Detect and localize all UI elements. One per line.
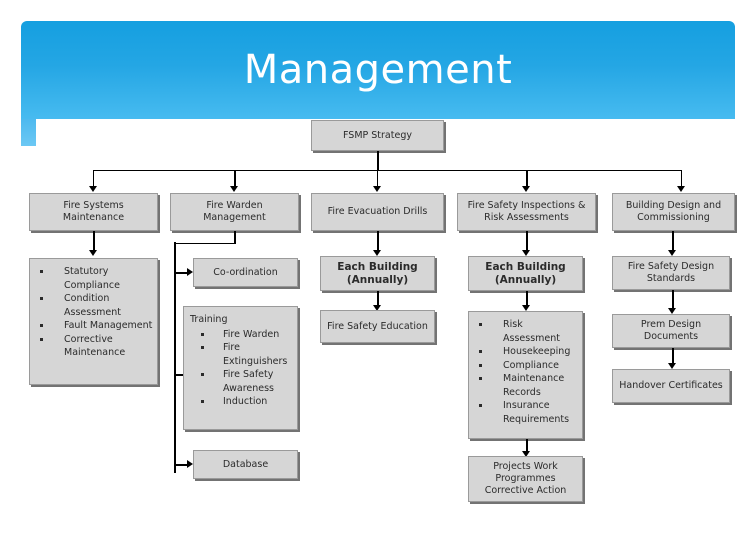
list-items: Fire Warden Fire Extinguishers Fire Safe… [190, 328, 293, 409]
list-item: Compliance [475, 359, 578, 373]
banner-tail-accent [21, 119, 36, 146]
list-item: Fire Extinguishers [190, 341, 293, 368]
list-items: Statutory Compliance Condition Assessmen… [36, 265, 153, 360]
connector-drop-col4 [526, 170, 528, 187]
arrow-col4-each-building [522, 250, 530, 256]
connector-drop-col5 [681, 170, 682, 187]
connector-col1-to-list [93, 231, 95, 251]
connector-drop-col3 [377, 170, 378, 187]
arrow-col4 [522, 186, 530, 192]
arrow-col3 [373, 186, 381, 192]
connector-drop-col2 [234, 170, 236, 187]
list-item: Housekeeping [475, 345, 578, 359]
connector-col5-1 [672, 231, 674, 251]
node-projects-work-programmes[interactable]: Projects Work Programmes Corrective Acti… [468, 456, 583, 502]
list-training[interactable]: Training Fire Warden Fire Extinguishers … [183, 306, 298, 430]
arrow-col5-prem-design [668, 308, 676, 314]
title-banner: Management [21, 21, 735, 119]
list-item: Risk Assessment [475, 318, 578, 345]
node-prem-design-documents[interactable]: Prem Design Documents [612, 314, 730, 348]
arrow-col5-design-standards [668, 250, 676, 256]
node-co-ordination[interactable]: Co-ordination [193, 258, 298, 287]
node-prem-design-documents-label: Prem Design Documents [640, 319, 702, 342]
node-fire-safety-inspections[interactable]: Fire Safety Inspections & Risk Assessmen… [457, 193, 596, 231]
connector-col2-elbow [174, 242, 235, 245]
node-fsmp-strategy-label: FSMP Strategy [343, 129, 412, 141]
node-handover-certificates-label: Handover Certificates [619, 380, 723, 391]
connector-col4-1 [526, 231, 528, 251]
connector-col3-1 [377, 231, 379, 251]
list-inspection-items[interactable]: Risk Assessment Housekeeping Compliance … [468, 311, 583, 439]
node-fire-evacuation-drills[interactable]: Fire Evacuation Drills [311, 193, 444, 231]
node-fire-safety-education[interactable]: Fire Safety Education [320, 310, 435, 343]
connector-drop-col1 [93, 170, 94, 187]
node-building-design-commissioning-label: Building Design and Commissioning [625, 200, 722, 223]
arrow-col5-handover [668, 363, 676, 369]
arrow-col4-projects [522, 451, 530, 457]
node-database-label: Database [222, 458, 269, 470]
node-projects-work-programmes-label: Projects Work Programmes Corrective Acti… [484, 461, 567, 496]
list-item: Maintenance Records [475, 372, 578, 399]
arrow-col2-coordination [187, 268, 193, 276]
list-item: Statutory Compliance [36, 265, 153, 292]
node-fire-systems-maintenance[interactable]: Fire Systems Maintenance [29, 193, 158, 231]
node-fire-evacuation-drills-label: Fire Evacuation Drills [327, 206, 428, 217]
connector-col3-2 [377, 291, 379, 306]
node-fire-systems-maintenance-label: Fire Systems Maintenance [62, 200, 125, 223]
connector-col2-stem [234, 231, 236, 244]
arrow-col3-each-building [373, 250, 381, 256]
list-item: Fault Management [36, 319, 153, 333]
list-item: Fire Safety Awareness [190, 368, 293, 395]
node-database[interactable]: Database [193, 450, 298, 479]
node-co-ordination-label: Co-ordination [213, 266, 278, 278]
list-items: Risk Assessment Housekeeping Compliance … [475, 318, 578, 426]
connector-col2-branch-2 [174, 374, 188, 376]
node-each-building-annually-evac-label: Each Building (Annually) [337, 260, 418, 286]
node-each-building-annually-evac[interactable]: Each Building (Annually) [320, 256, 435, 291]
connector-col5-2 [672, 290, 674, 309]
node-each-building-annually-insp-label: Each Building (Annually) [485, 260, 566, 286]
node-fire-warden-management-label: Fire Warden Management [203, 200, 266, 223]
connector-col4-2 [526, 291, 528, 306]
connector-col2-spine [174, 242, 176, 473]
connector-col2-branch-1 [174, 272, 188, 274]
node-fire-safety-education-label: Fire Safety Education [327, 320, 428, 332]
arrow-col5 [677, 186, 685, 192]
arrow-col1 [89, 186, 97, 192]
arrow-col3-fire-safety-education [373, 305, 381, 311]
arrow-col4-list [522, 305, 530, 311]
node-each-building-annually-insp[interactable]: Each Building (Annually) [468, 256, 583, 291]
connector-col4-3 [526, 439, 528, 452]
connector-col2-branch-3 [174, 464, 188, 466]
node-fire-warden-management[interactable]: Fire Warden Management [170, 193, 299, 231]
list-fire-systems-maintenance[interactable]: Statutory Compliance Condition Assessmen… [29, 258, 158, 385]
list-item: Corrective Maintenance [36, 333, 153, 360]
connector-root-stem [377, 151, 379, 171]
list-item: Condition Assessment [36, 292, 153, 319]
node-fire-safety-design-standards[interactable]: Fire Safety Design Standards [612, 256, 730, 290]
arrow-col2-database [187, 460, 193, 468]
arrow-col2 [230, 186, 238, 192]
list-item: Induction [190, 395, 293, 409]
node-fire-safety-inspections-label: Fire Safety Inspections & Risk Assessmen… [467, 200, 586, 223]
connector-bus [93, 170, 682, 171]
connector-col5-3 [672, 348, 674, 364]
node-fsmp-strategy[interactable]: FSMP Strategy [311, 120, 444, 151]
node-handover-certificates[interactable]: Handover Certificates [612, 369, 730, 403]
list-item: Fire Warden [190, 328, 293, 342]
page-title: Management [243, 47, 513, 93]
node-fire-safety-design-standards-label: Fire Safety Design Standards [627, 261, 715, 284]
arrow-col1-list [89, 250, 97, 256]
list-item: Insurance Requirements [475, 399, 578, 426]
node-building-design-commissioning[interactable]: Building Design and Commissioning [612, 193, 735, 231]
list-training-title: Training [190, 314, 228, 325]
